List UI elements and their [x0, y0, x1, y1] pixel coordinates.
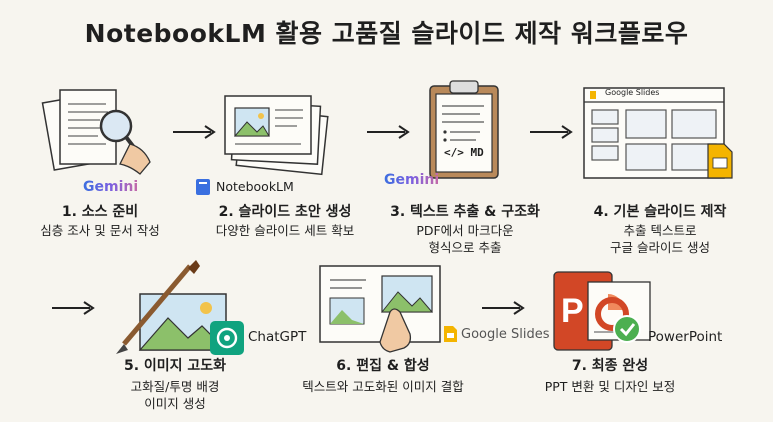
step-5-desc-line-2: 이미지 생성 — [144, 396, 206, 411]
google-slides-header-label: Google Slides — [605, 88, 660, 97]
step-5-desc-line-1: 고화질/투명 배경 — [130, 379, 220, 394]
arrow-right-icon — [367, 125, 410, 139]
clipboard-icon — [429, 80, 499, 179]
svg-text:P: P — [561, 292, 584, 330]
step-4-desc-line-1: 추출 텍스트로 — [623, 223, 697, 238]
editing-slide-hand-icon — [319, 265, 441, 353]
step-5-title: 5. 이미지 고도화 — [123, 358, 227, 374]
google-slides-label: Google Slides — [461, 327, 550, 342]
arrow-right-icon — [482, 301, 525, 315]
step-7-desc: PPT 변환 및 디자인 보정 — [544, 379, 676, 394]
step-2-desc: 다양한 슬라이드 세트 확보 — [215, 223, 355, 238]
gemini-logo: Gemini — [384, 172, 440, 188]
powerpoint-logo-icon: P — [553, 271, 651, 351]
arrow-right-icon — [52, 301, 95, 315]
step-4-title: 4. 기본 슬라이드 제작 — [593, 204, 727, 220]
check-icon — [613, 315, 641, 343]
chatgpt-label: ChatGPT — [248, 329, 307, 345]
slide-stack-icon — [224, 95, 329, 176]
powerpoint-label: PowerPoint — [648, 329, 723, 345]
google-slides-window-icon — [583, 87, 733, 179]
step-6-title: 6. 편집 & 합성 — [336, 358, 430, 374]
arrow-right-icon — [530, 125, 573, 139]
notebooklm-logo-icon — [196, 179, 210, 195]
google-slides-logo-icon — [444, 326, 457, 342]
notebooklm-label: NotebookLM — [216, 179, 294, 194]
step-1-title: 1. 소스 준비 — [61, 204, 139, 220]
step-3-desc-line-2: 형식으로 추출 — [428, 240, 502, 255]
documents-magnifier-icon — [41, 89, 151, 175]
arrow-right-icon — [173, 125, 216, 139]
step-2-title: 2. 슬라이드 초안 생성 — [218, 204, 352, 220]
page-title: NotebookLM 활용 고품질 슬라이드 제작 워크플로우 — [84, 19, 689, 48]
step-4-desc-line-2: 구글 슬라이드 생성 — [610, 240, 710, 255]
markdown-badge: </> MD — [444, 146, 484, 159]
step-7-title: 7. 최종 완성 — [571, 358, 649, 374]
step-6-desc: 텍스트와 고도화된 이미지 결합 — [302, 379, 464, 394]
step-3-title: 3. 텍스트 추출 & 구조화 — [390, 204, 540, 220]
chatgpt-logo-icon — [210, 321, 244, 355]
gemini-logo: Gemini — [83, 179, 139, 195]
step-1-desc: 심층 조사 및 문서 작성 — [40, 223, 160, 238]
step-3-desc-line-1: PDF에서 마크다운 — [416, 223, 514, 238]
